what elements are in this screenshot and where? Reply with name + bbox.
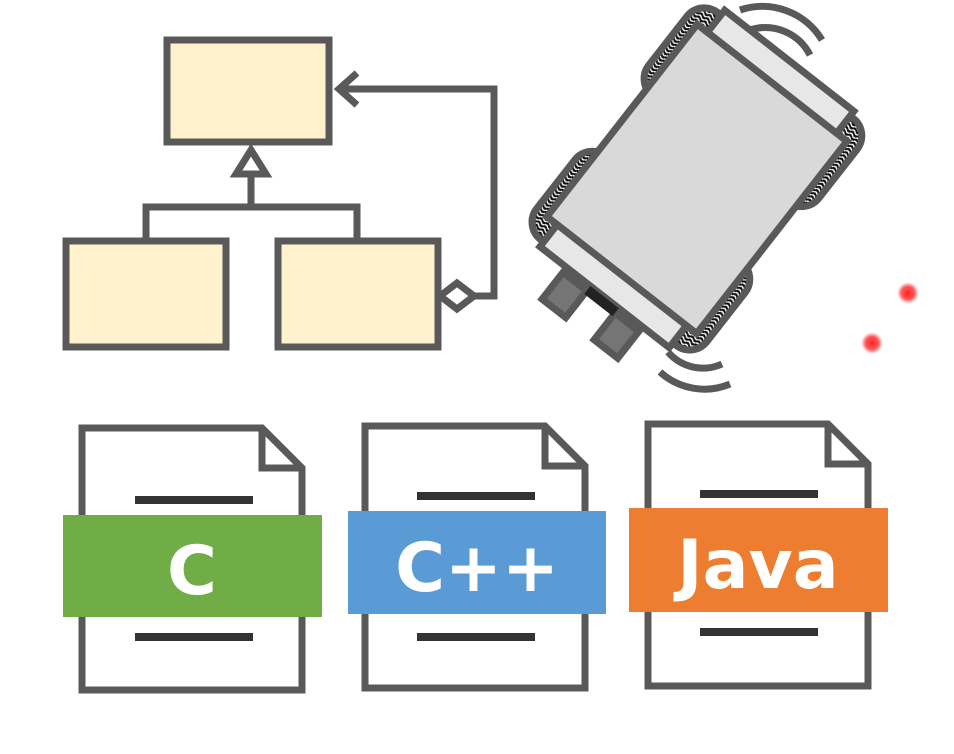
inheritance-connector xyxy=(142,174,361,241)
language-banner-cpp: C++ xyxy=(348,511,606,614)
robot-sensor xyxy=(537,267,592,323)
robot-led xyxy=(897,282,919,304)
inheritance-arrowhead xyxy=(229,143,273,178)
aggregation-connector xyxy=(339,85,498,300)
association-arrowhead xyxy=(333,70,360,108)
vibration-waves-icon xyxy=(738,2,825,57)
right-child-class-box xyxy=(274,237,442,351)
aggregation-diamond xyxy=(434,278,480,314)
mobile-robot-icon xyxy=(528,2,866,364)
language-label-c: C xyxy=(167,532,217,611)
robot-body xyxy=(542,19,852,339)
left-child-class-box xyxy=(62,237,230,351)
robot-sensor-bar xyxy=(584,286,619,317)
robot-led xyxy=(861,332,883,354)
robot-sensor xyxy=(589,308,644,364)
uml-class-diagram-icon xyxy=(62,36,498,351)
vibration-waves-icon xyxy=(657,349,732,393)
language-label-java: Java xyxy=(673,526,838,605)
parent-class-box xyxy=(163,36,333,146)
language-banner-java: Java xyxy=(629,508,888,612)
language-banner-c: C xyxy=(63,515,322,617)
language-label-cpp: C++ xyxy=(395,529,559,608)
